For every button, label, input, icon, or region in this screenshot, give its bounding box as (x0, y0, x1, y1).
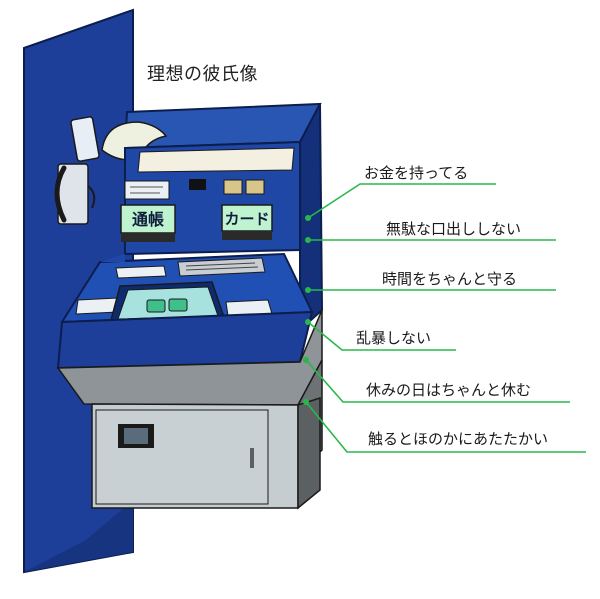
card-slot-icon-2 (245, 179, 265, 195)
pointer-dots (303, 215, 311, 405)
annotation-label-5: 休みの日はちゃんと休む (366, 381, 532, 399)
receipt-slot (115, 265, 167, 279)
phone-icon (54, 116, 100, 225)
back-panel-shadow (24, 500, 133, 572)
passbook-slot-button[interactable]: 通帳 (120, 204, 176, 242)
card-label: カード (224, 210, 269, 228)
cabinet-handle[interactable] (250, 448, 254, 468)
passbook-label: 通帳 (132, 210, 164, 229)
card-slot-icon-1 (223, 179, 243, 195)
annotation-label-1: お金を持ってる (364, 164, 469, 182)
pointer-lines (305, 183, 586, 453)
annotation-label-6: 触るとほのかにあたたかい (368, 430, 549, 448)
screen-button-2[interactable] (168, 298, 188, 312)
deck-front (56, 310, 314, 370)
screen-button-1[interactable] (146, 299, 166, 313)
page-title: 理想の彼氏像 (147, 64, 258, 85)
card-slot-button[interactable]: カード (221, 204, 273, 240)
annotation-label-3: 時間をちゃんと守る (382, 270, 518, 288)
light-strip (137, 147, 295, 173)
info-plate (124, 180, 170, 200)
cash-slot (177, 257, 266, 277)
touch-screen[interactable] (117, 286, 219, 320)
annotation-label-2: 無駄な口出ししない (386, 220, 522, 238)
lower-cabinet-side (297, 396, 321, 510)
camera-sensor (189, 179, 206, 190)
annotation-label-4: 乱暴しない (356, 329, 432, 347)
left-info-panel (75, 297, 119, 315)
